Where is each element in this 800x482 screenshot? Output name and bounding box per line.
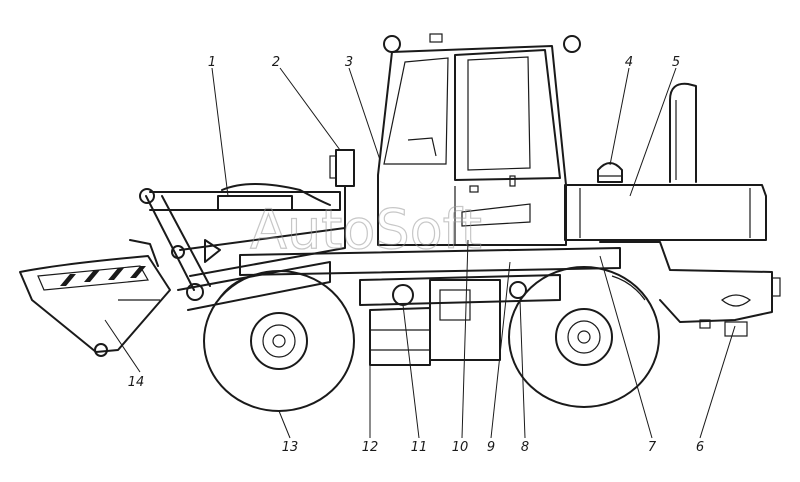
callout-5: 5 — [672, 55, 680, 70]
callout-8: 8 — [521, 440, 529, 455]
leader-lines — [104, 67, 736, 439]
beacon-light — [597, 162, 623, 183]
bucket — [19, 239, 171, 357]
callout-labels: 1 2 3 4 5 6 7 8 9 10 11 12 13 14 — [128, 55, 704, 455]
headlight-post — [329, 149, 355, 231]
watermark-text: AutoSoft — [250, 198, 482, 261]
rear-wheel — [508, 266, 660, 408]
callout-10: 10 — [452, 440, 469, 455]
callout-3: 3 — [345, 55, 353, 70]
callout-2: 2 — [272, 55, 280, 70]
callout-14: 14 — [128, 375, 145, 390]
exhaust-pipe — [669, 82, 697, 183]
callout-7: 7 — [648, 440, 657, 455]
loader-boom — [139, 183, 346, 311]
frame — [239, 247, 621, 366]
callout-1: 1 — [208, 55, 216, 70]
callout-12: 12 — [362, 440, 379, 455]
callout-4: 4 — [625, 55, 633, 70]
callout-9: 9 — [487, 440, 495, 455]
callout-11: 11 — [411, 440, 428, 455]
callout-13: 13 — [282, 440, 299, 455]
callout-6: 6 — [696, 440, 704, 455]
cab — [377, 33, 581, 246]
